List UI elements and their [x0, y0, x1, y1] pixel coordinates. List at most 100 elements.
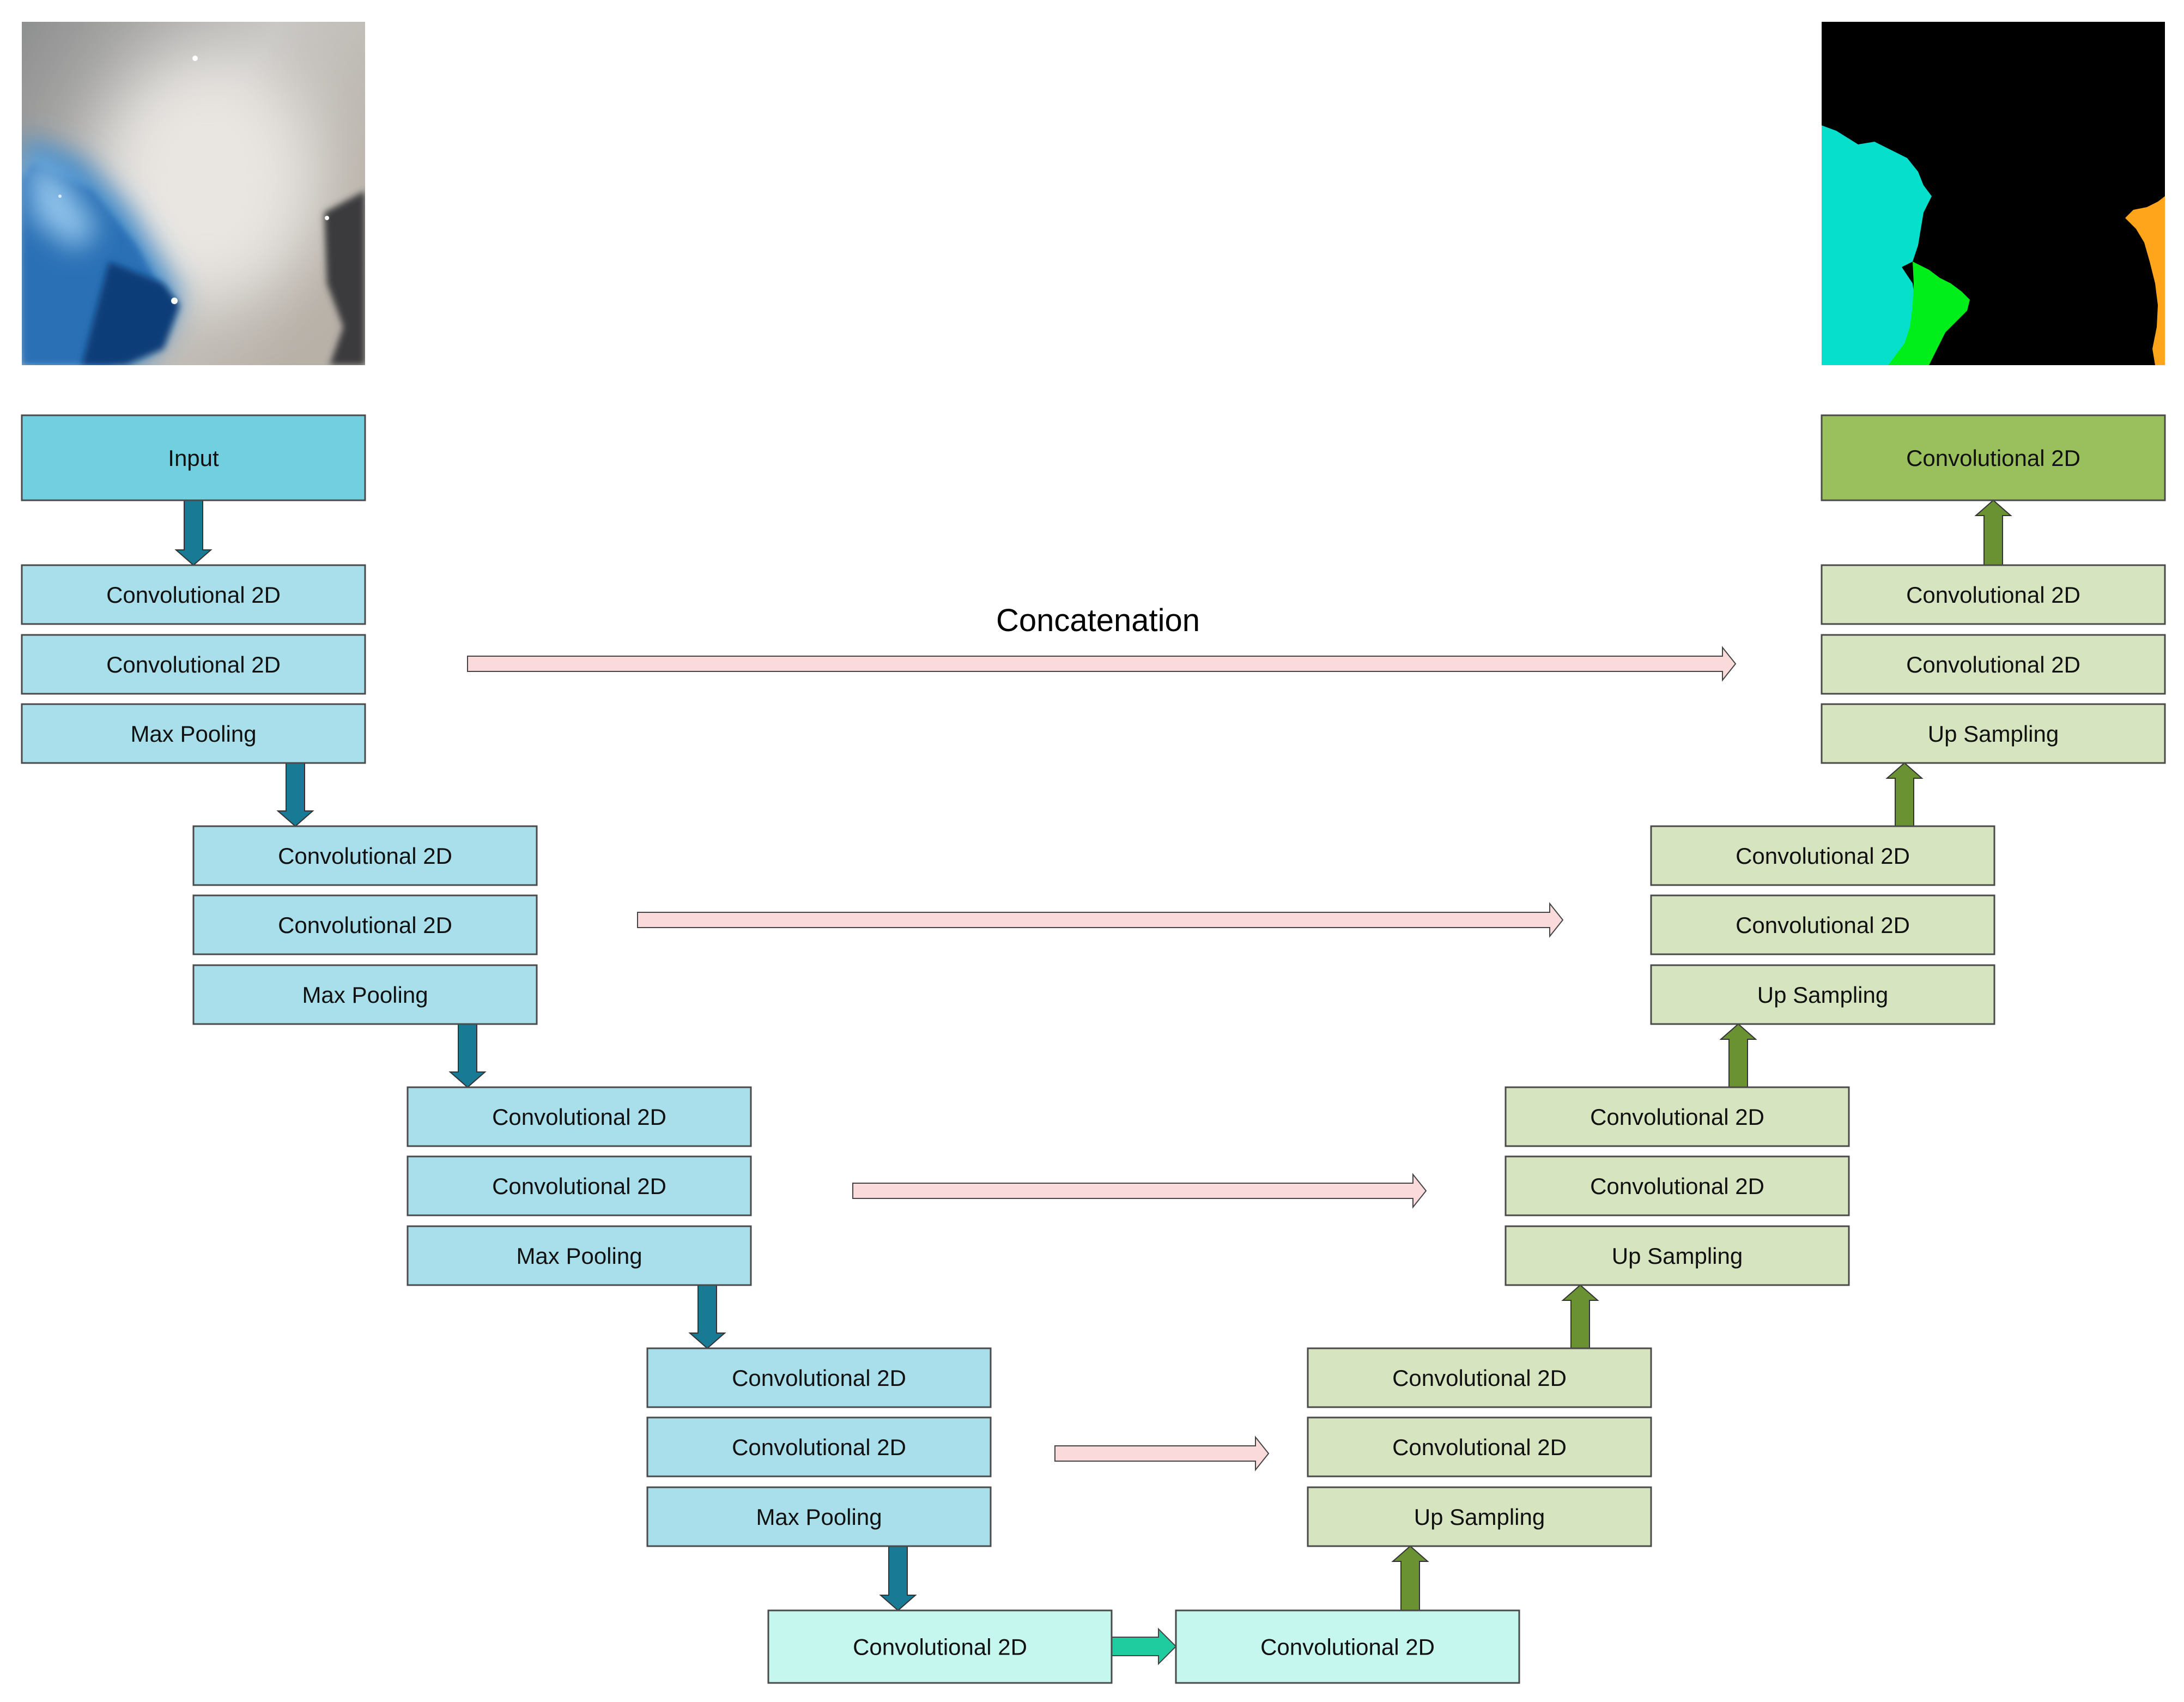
decoder-1-upsample-box	[1821, 703, 2166, 764]
bottleneck-conv-a-label: Convolutional 2D	[853, 1634, 1027, 1660]
decoder-4-upsample-box	[1307, 1486, 1652, 1547]
decoder-3-conv-b-label: Convolutional 2D	[1590, 1173, 1764, 1199]
encoder-4-conv-a: Convolutional 2D	[646, 1347, 992, 1408]
decoder-arrow-3	[1719, 1023, 1757, 1088]
encoder-arrow-5	[879, 1546, 917, 1612]
decoder-4-conv-b-box	[1307, 1416, 1652, 1477]
encoder-2-conv-b-box	[192, 894, 538, 955]
decoder-output: Convolutional 2D	[1821, 414, 2166, 501]
decoder-1-conv-b: Convolutional 2D	[1821, 634, 2166, 695]
bottleneck-conv-b-label: Convolutional 2D	[1260, 1634, 1435, 1660]
decoder-3-upsample-label: Up Sampling	[1612, 1243, 1743, 1269]
encoder-4-pool-box	[646, 1486, 992, 1547]
encoder-1-conv-a: Convolutional 2D	[21, 564, 366, 625]
decoder-2-upsample: Up Sampling	[1650, 964, 1995, 1025]
encoder-arrow-3	[448, 1023, 487, 1088]
decoder-1-conv-b-label: Convolutional 2D	[1906, 652, 2080, 677]
decoder-1-conv-b-box	[1821, 634, 2166, 695]
encoder-2-conv-a: Convolutional 2D	[192, 825, 538, 886]
encoder-3-conv-a-box	[407, 1086, 752, 1147]
encoder-1-conv-b-box	[21, 634, 366, 695]
encoder-4-pool-label: Max Pooling	[756, 1504, 882, 1530]
encoder-arrow-4	[688, 1285, 726, 1349]
decoder-2-conv-a: Convolutional 2D	[1650, 825, 1995, 886]
decoder-1-upsample-label: Up Sampling	[1928, 721, 2059, 747]
bottleneck-conv-b-box	[1175, 1609, 1520, 1684]
encoder-2-pool: Max Pooling	[192, 964, 538, 1025]
encoder-arrow-2	[276, 762, 314, 827]
decoder-1-upsample: Up Sampling	[1821, 703, 2166, 764]
encoder-3-pool-box	[407, 1225, 752, 1286]
decoder-arrow-5	[1974, 499, 2012, 566]
output-image	[1822, 22, 2165, 365]
encoder-4-conv-a-box	[646, 1347, 992, 1408]
decoder-2-conv-b: Convolutional 2D	[1650, 894, 1995, 955]
encoder-2-conv-a-label: Convolutional 2D	[278, 843, 452, 869]
encoder-1-pool: Max Pooling	[21, 703, 366, 764]
decoder-3-upsample-box	[1504, 1225, 1850, 1286]
decoder-output-box	[1821, 414, 2166, 501]
decoder-arrow-4	[1885, 762, 1924, 827]
encoder-3-conv-a: Convolutional 2D	[407, 1086, 752, 1147]
decoder-2-conv-a-box	[1650, 825, 1995, 886]
decoder-2-conv-b-box	[1650, 894, 1995, 955]
encoder-input-box	[21, 414, 366, 501]
concatenation-title: Concatenation	[996, 603, 1200, 638]
encoder-input-label: Input	[168, 445, 219, 471]
skip-arrow-4	[1054, 1436, 1270, 1471]
encoder-4-conv-b-label: Convolutional 2D	[732, 1434, 906, 1460]
decoder-4-conv-a: Convolutional 2D	[1307, 1347, 1652, 1408]
decoder-2-conv-b-label: Convolutional 2D	[1736, 912, 1910, 938]
encoder-3-pool-label: Max Pooling	[516, 1243, 642, 1269]
decoder-1-conv-a-label: Convolutional 2D	[1906, 582, 2080, 608]
skip-arrow-2	[637, 902, 1564, 938]
encoder-2-pool-label: Max Pooling	[302, 982, 428, 1008]
decoder-4-conv-a-box	[1307, 1347, 1652, 1408]
decoder-arrow-2	[1561, 1284, 1599, 1349]
decoder-1-conv-a-box	[1821, 564, 2166, 625]
encoder-1-conv-b: Convolutional 2D	[21, 634, 366, 695]
encoder-input: Input	[21, 414, 366, 501]
flow-arrows	[174, 499, 2012, 1665]
encoder-4-pool: Max Pooling	[646, 1486, 992, 1547]
encoder-4-conv-b: Convolutional 2D	[646, 1416, 992, 1477]
decoder-4-upsample: Up Sampling	[1307, 1486, 1652, 1547]
decoder-4-conv-a-label: Convolutional 2D	[1392, 1365, 1567, 1391]
decoder-arrow-1	[1391, 1545, 1429, 1611]
decoder-output-label: Convolutional 2D	[1906, 445, 2080, 471]
encoder-1-pool-label: Max Pooling	[130, 721, 256, 747]
bottleneck-conv-b: Convolutional 2D	[1175, 1609, 1520, 1684]
decoder-4-conv-b: Convolutional 2D	[1307, 1416, 1652, 1477]
encoder-4-conv-b-box	[646, 1416, 992, 1477]
encoder-2-conv-b: Convolutional 2D	[192, 894, 538, 955]
input-image	[22, 22, 365, 365]
decoder-1-conv-a: Convolutional 2D	[1821, 564, 2166, 625]
encoder-arrow-1	[174, 500, 213, 566]
encoder-1-pool-box	[21, 703, 366, 764]
skip-arrow-1	[467, 646, 1737, 682]
decoder-2-upsample-label: Up Sampling	[1757, 982, 1888, 1008]
encoder-2-conv-b-label: Convolutional 2D	[278, 912, 452, 938]
bottleneck-conv-a: Convolutional 2D	[767, 1609, 1113, 1684]
encoder-2-conv-a-box	[192, 825, 538, 886]
encoder-1-conv-b-label: Convolutional 2D	[106, 652, 281, 677]
encoder-1-conv-a-label: Convolutional 2D	[106, 582, 281, 608]
encoder-1-conv-a-box	[21, 564, 366, 625]
decoder-4-conv-b-label: Convolutional 2D	[1392, 1434, 1567, 1460]
bottleneck-conv-a-box	[767, 1609, 1113, 1684]
encoder-3-conv-b-box	[407, 1155, 752, 1216]
decoder-3-upsample: Up Sampling	[1504, 1225, 1850, 1286]
encoder-2-pool-box	[192, 964, 538, 1025]
bottleneck-arrow	[1111, 1627, 1177, 1665]
encoder-3-conv-b-label: Convolutional 2D	[492, 1173, 666, 1199]
decoder-3-conv-a-label: Convolutional 2D	[1590, 1104, 1764, 1130]
decoder-2-upsample-box	[1650, 964, 1995, 1025]
encoder-3-conv-b: Convolutional 2D	[407, 1155, 752, 1216]
skip-arrow-3	[852, 1173, 1427, 1209]
encoder-4-conv-a-label: Convolutional 2D	[732, 1365, 906, 1391]
encoder-3-conv-a-label: Convolutional 2D	[492, 1104, 666, 1130]
decoder-4-upsample-label: Up Sampling	[1414, 1504, 1545, 1530]
decoder-2-conv-a-label: Convolutional 2D	[1736, 843, 1910, 869]
